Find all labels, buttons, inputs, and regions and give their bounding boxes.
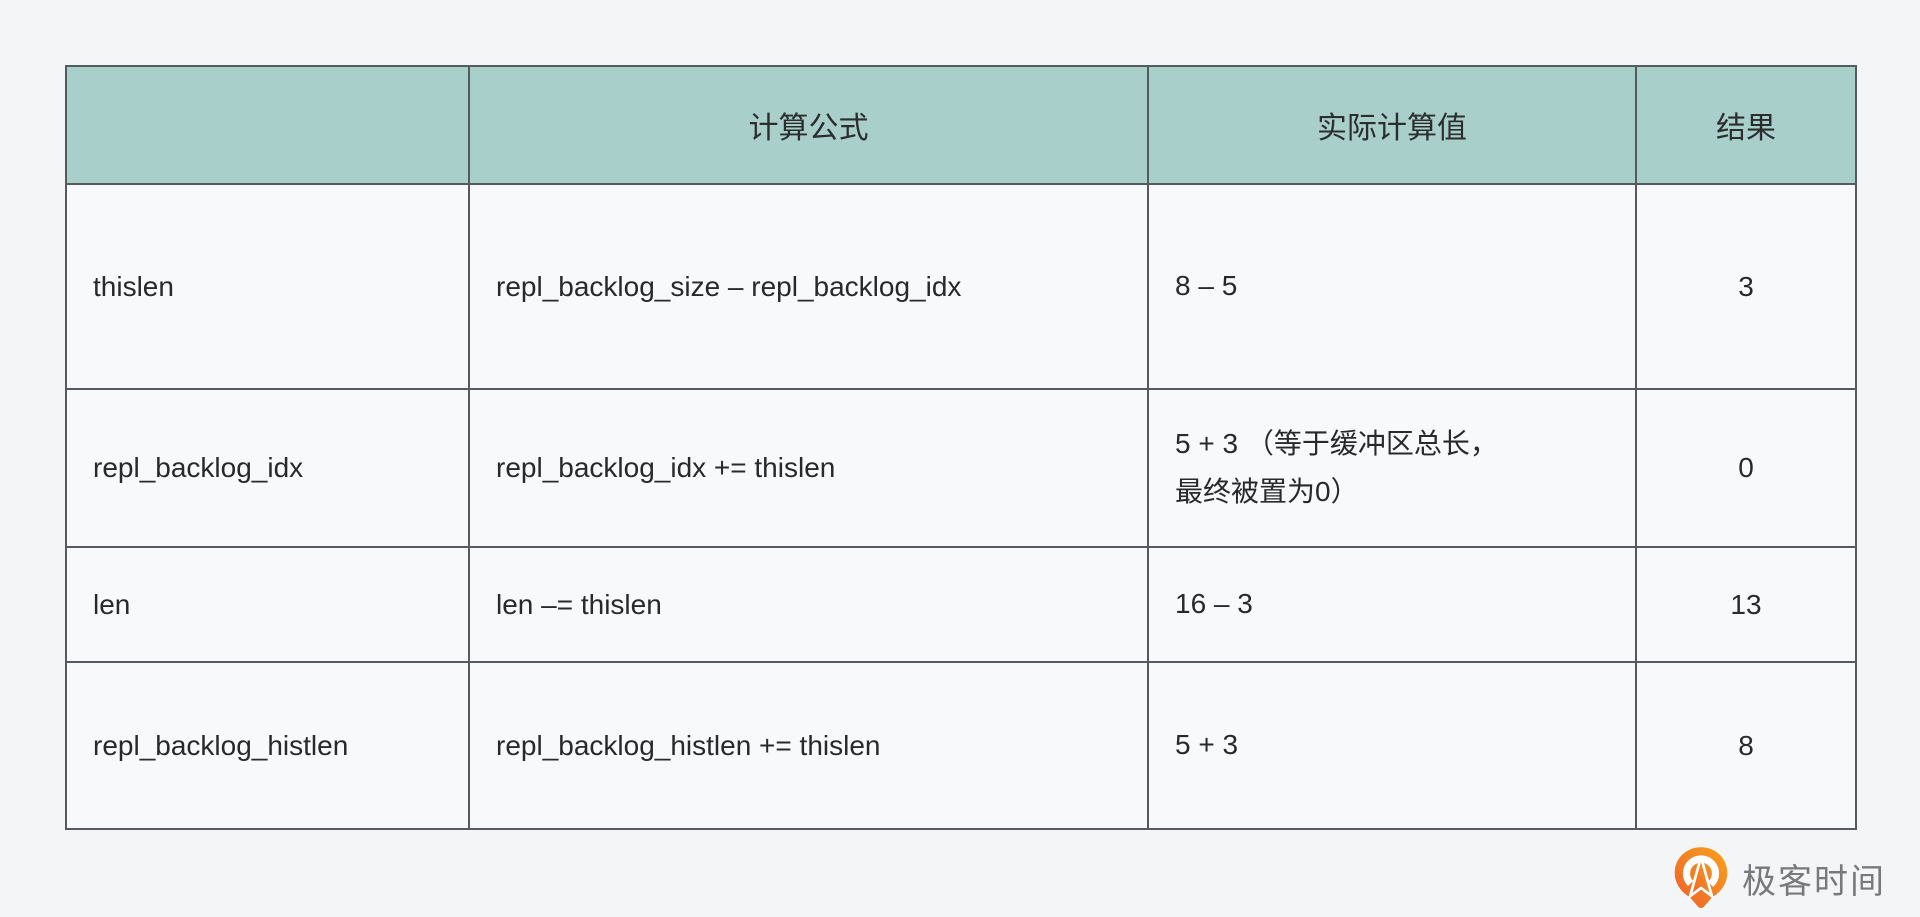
cell-actual-value: 5 + 3	[1147, 661, 1637, 830]
brand-logo-text: 极客时间	[1742, 862, 1886, 901]
table-row: len len –= thislen 16 – 3 13	[65, 546, 1857, 663]
header-variable	[65, 65, 470, 185]
header-actual-value: 实际计算值	[1147, 65, 1637, 185]
cell-actual-value: 16 – 3	[1147, 546, 1637, 663]
cell-formula: len –= thislen	[468, 546, 1149, 663]
cell-formula: repl_backlog_size – repl_backlog_idx	[468, 183, 1149, 390]
cell-variable: len	[65, 546, 470, 663]
cell-formula: repl_backlog_histlen += thislen	[468, 661, 1149, 830]
cell-formula: repl_backlog_idx += thislen	[468, 388, 1149, 548]
table-row: repl_backlog_histlen repl_backlog_histle…	[65, 661, 1857, 830]
geektime-pin-icon	[1674, 847, 1728, 908]
cell-variable: repl_backlog_idx	[65, 388, 470, 548]
cell-variable: repl_backlog_histlen	[65, 661, 470, 830]
header-formula: 计算公式	[468, 65, 1149, 185]
cell-result: 8	[1635, 661, 1857, 830]
brand-logo: 极客时间	[1672, 846, 1886, 910]
cell-actual-value: 5 + 3 （等于缓冲区总长， 最终被置为0）	[1147, 388, 1637, 548]
header-row: 计算公式 实际计算值 结果	[65, 65, 1857, 185]
cell-variable: thislen	[65, 183, 470, 390]
table-row: repl_backlog_idx repl_backlog_idx += thi…	[65, 388, 1857, 548]
cell-result: 13	[1635, 546, 1857, 663]
header-result: 结果	[1635, 65, 1857, 185]
table-row: thislen repl_backlog_size – repl_backlog…	[65, 183, 1857, 390]
cell-result: 0	[1635, 388, 1857, 548]
calculation-table: 计算公式 实际计算值 结果 thislen repl_backlog_size …	[65, 65, 1857, 830]
cell-result: 3	[1635, 183, 1857, 390]
cell-actual-value: 8 – 5	[1147, 183, 1637, 390]
